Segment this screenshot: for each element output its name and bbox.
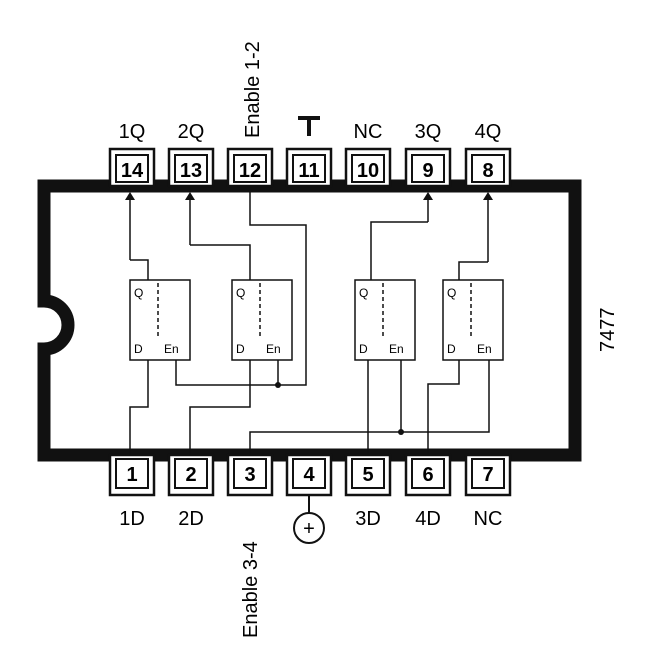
pin-number: 11: [298, 160, 319, 182]
top-pin-11: 11: [285, 116, 333, 188]
pin-number: 10: [357, 160, 379, 182]
ff-q-label: Q: [447, 286, 456, 300]
pin-label: 1D: [119, 508, 145, 530]
bottom-pin-2: 2 2D: [167, 453, 215, 530]
ff-d-label: D: [447, 342, 456, 356]
pin-label: 3Q: [415, 121, 442, 143]
pin-number: 1: [126, 464, 137, 486]
plus-circle-icon: +: [293, 512, 325, 544]
top-pin-8: 8 4Q: [464, 121, 512, 188]
pin-number: 12: [239, 160, 261, 182]
pin-number: 8: [482, 160, 493, 182]
top-pin-10: 10 NC: [344, 121, 392, 188]
wire-enable-3-4: [249, 360, 490, 455]
flip-flop-2: Q D En: [231, 279, 293, 361]
junction-dot: [275, 382, 281, 388]
pin-number: 6: [422, 464, 433, 486]
ff-d-label: D: [359, 342, 368, 356]
bottom-pin-4: 4 +: [285, 453, 333, 544]
pin-number: 3: [244, 464, 255, 486]
pin-number: 13: [180, 160, 202, 182]
top-pin-14: 14 1Q: [108, 121, 156, 188]
ff-q-label: Q: [236, 286, 245, 300]
wiring: [125, 192, 493, 455]
ff-d-label: D: [236, 342, 245, 356]
pin-label: 1Q: [119, 121, 146, 143]
pin-label: NC: [474, 508, 503, 530]
ff-en-label: En: [266, 342, 281, 356]
pin-label: NC: [354, 121, 383, 143]
pin-label: 4D: [415, 508, 441, 530]
chip-body: [37, 179, 582, 462]
pin-label: 3D: [355, 508, 381, 530]
ff-q-label: Q: [359, 286, 368, 300]
bottom-pin-3: 3 Enable 3-4: [226, 453, 274, 638]
pin-number: 5: [362, 464, 373, 486]
bottom-pin-1: 1 1D: [108, 453, 156, 530]
wire-enable-1-2: [175, 192, 307, 386]
pin-label: Enable 3-4: [240, 541, 262, 638]
ff-d-label: D: [134, 342, 143, 356]
ff-q-label: Q: [134, 286, 143, 300]
pin-number: 14: [121, 160, 144, 182]
pin-label: 2Q: [178, 121, 205, 143]
junction-dot: [398, 429, 404, 435]
pin-number: 2: [185, 464, 196, 486]
top-pin-12: 12 Enable 1-2: [226, 41, 274, 188]
ff-en-label: En: [477, 342, 492, 356]
pin-label: 4Q: [475, 121, 502, 143]
top-pin-13: 13 2Q: [167, 121, 215, 188]
ground-icon: [298, 116, 320, 136]
plus-symbol: +: [303, 518, 315, 540]
pin-label: 2D: [178, 508, 204, 530]
bottom-pin-5: 5 3D: [344, 453, 392, 530]
pin-label: Enable 1-2: [242, 41, 264, 138]
top-pin-9: 9 3Q: [404, 121, 452, 188]
flip-flop-4: Q D En: [442, 279, 504, 361]
wire-2d: [189, 360, 251, 455]
wire-1d: [129, 360, 149, 455]
pin-number: 7: [482, 464, 493, 486]
ff-en-label: En: [164, 342, 179, 356]
wire-4d: [427, 360, 460, 455]
part-number: 7477: [597, 308, 619, 353]
flip-flop-1: Q D En: [129, 279, 191, 361]
pin-number: 9: [422, 160, 433, 182]
flip-flop-3: Q D En: [354, 279, 416, 361]
pin-number: 4: [303, 464, 315, 486]
ff-en-label: En: [389, 342, 404, 356]
bottom-pin-7: 7 NC: [464, 453, 512, 530]
bottom-pin-6: 6 4D: [404, 453, 452, 530]
